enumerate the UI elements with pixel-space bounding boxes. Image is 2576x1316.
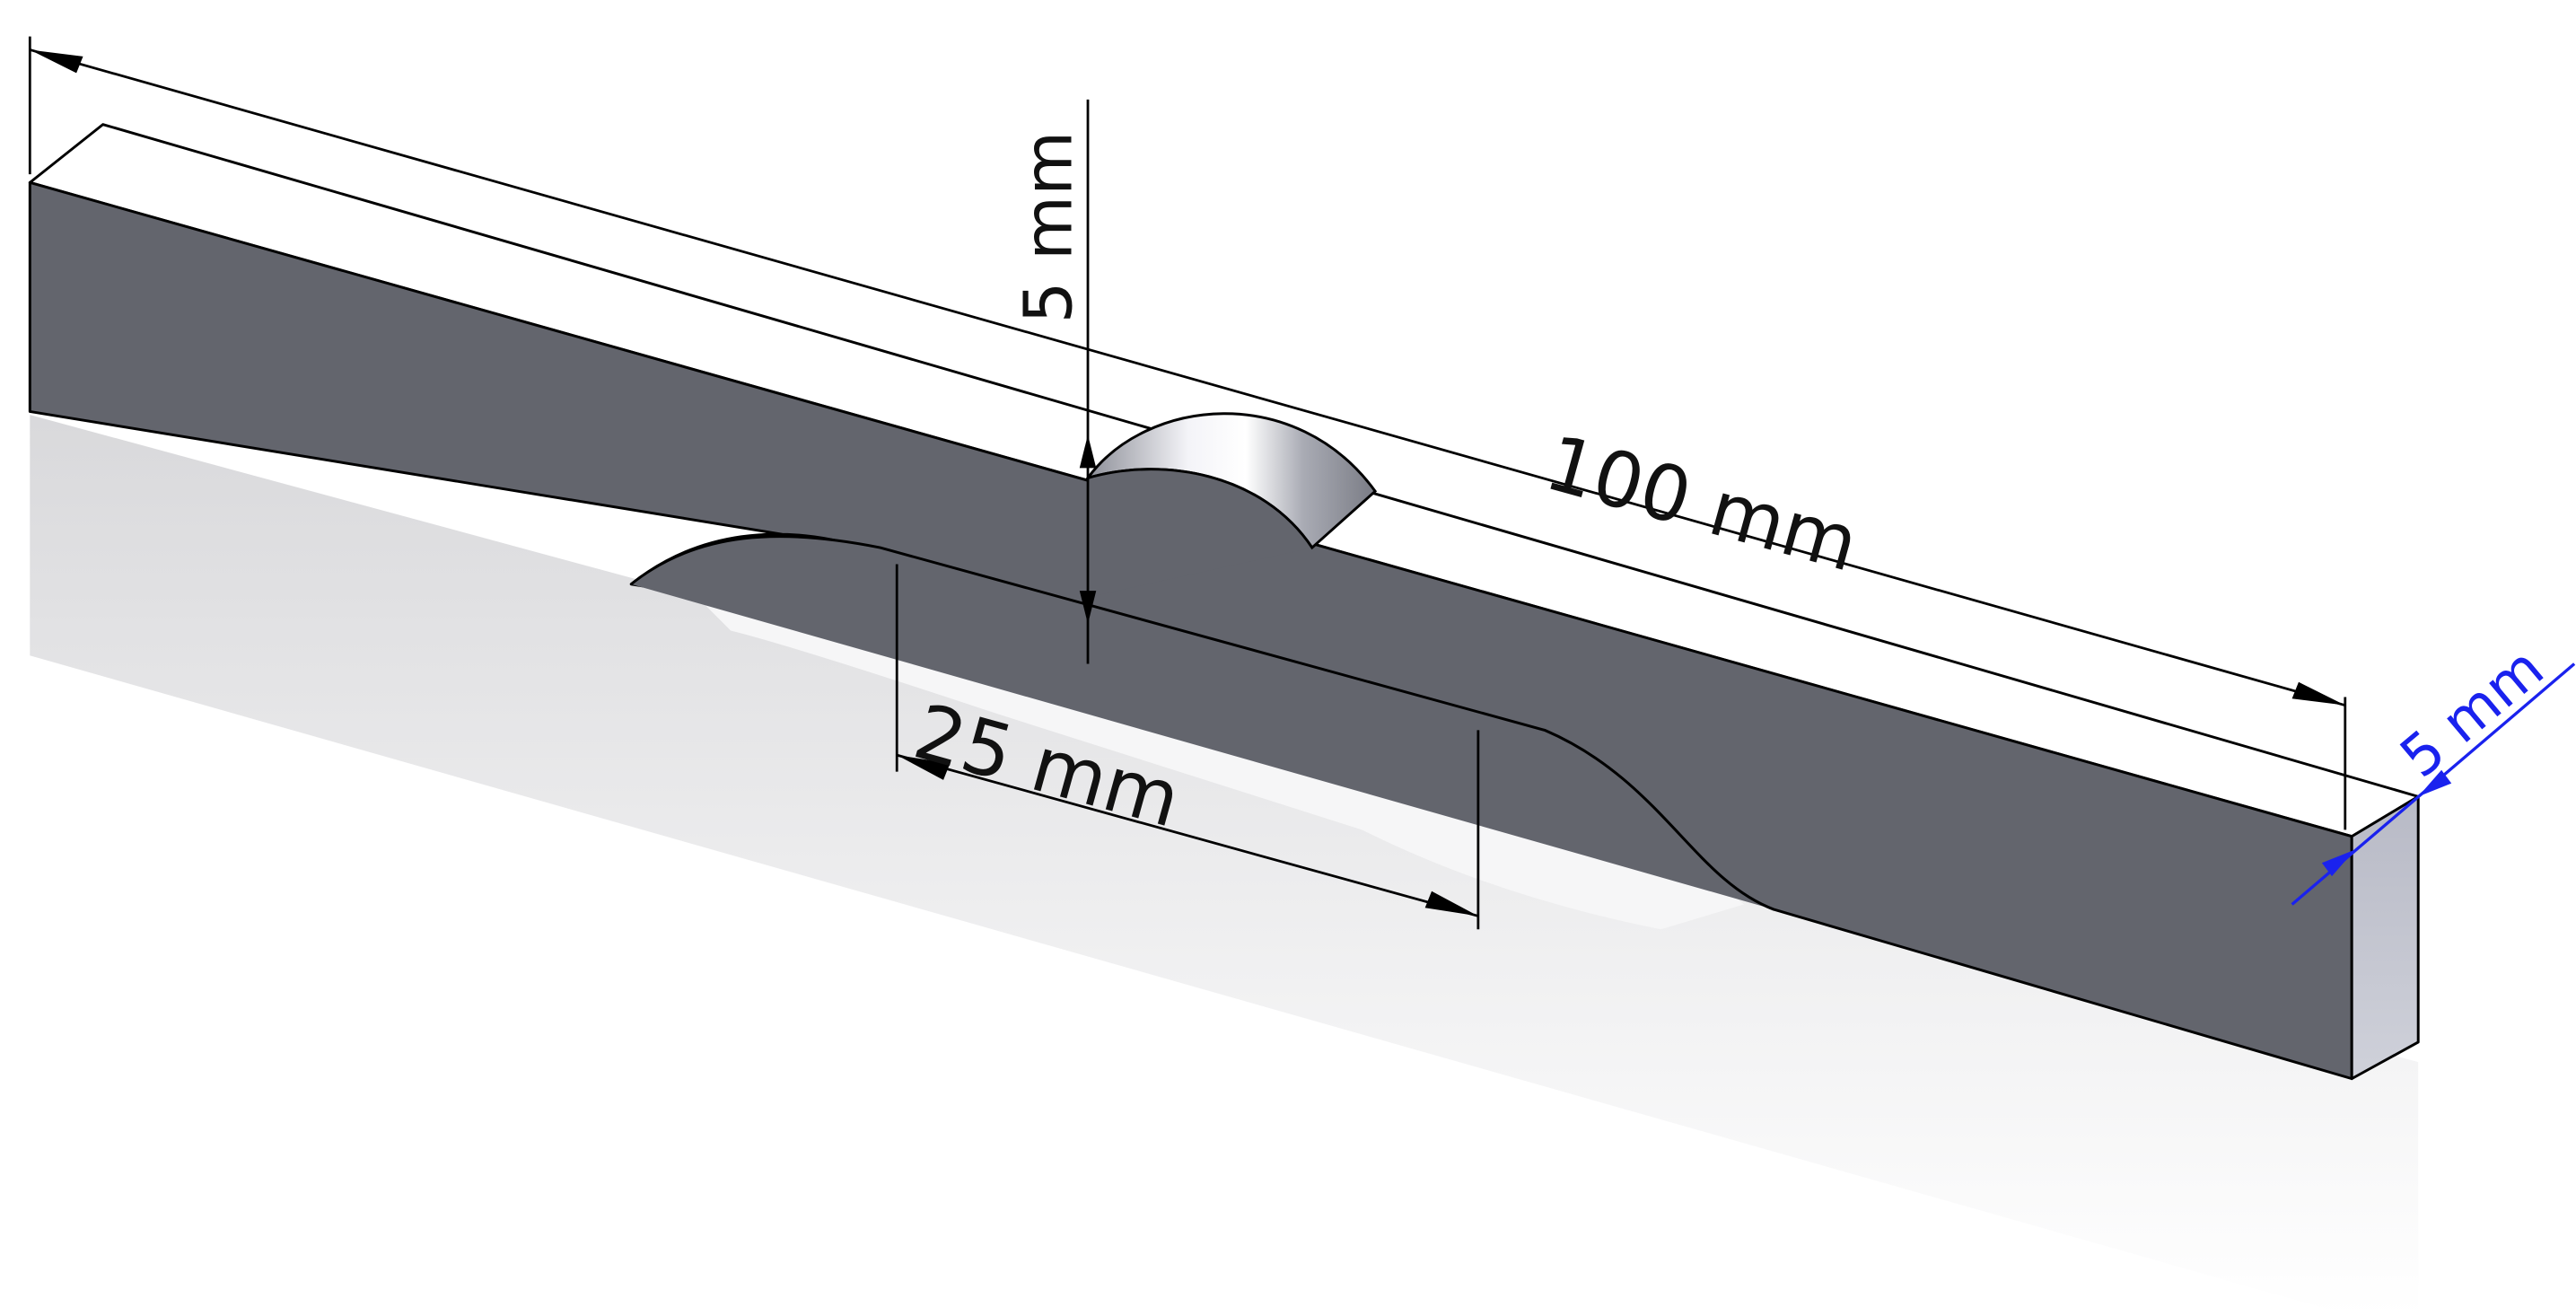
gauge-width-label: 5 mm (1010, 131, 1087, 324)
dimension-thickness (2291, 662, 2576, 906)
dimension-gauge-width (1079, 99, 1097, 664)
thickness-label: 5 mm (2388, 635, 2556, 790)
dimension-gauge-length (895, 564, 1480, 930)
dimension-total-length (28, 36, 2347, 830)
specimen-end-face (2350, 794, 2420, 1081)
tensile-specimen (28, 123, 2420, 1081)
